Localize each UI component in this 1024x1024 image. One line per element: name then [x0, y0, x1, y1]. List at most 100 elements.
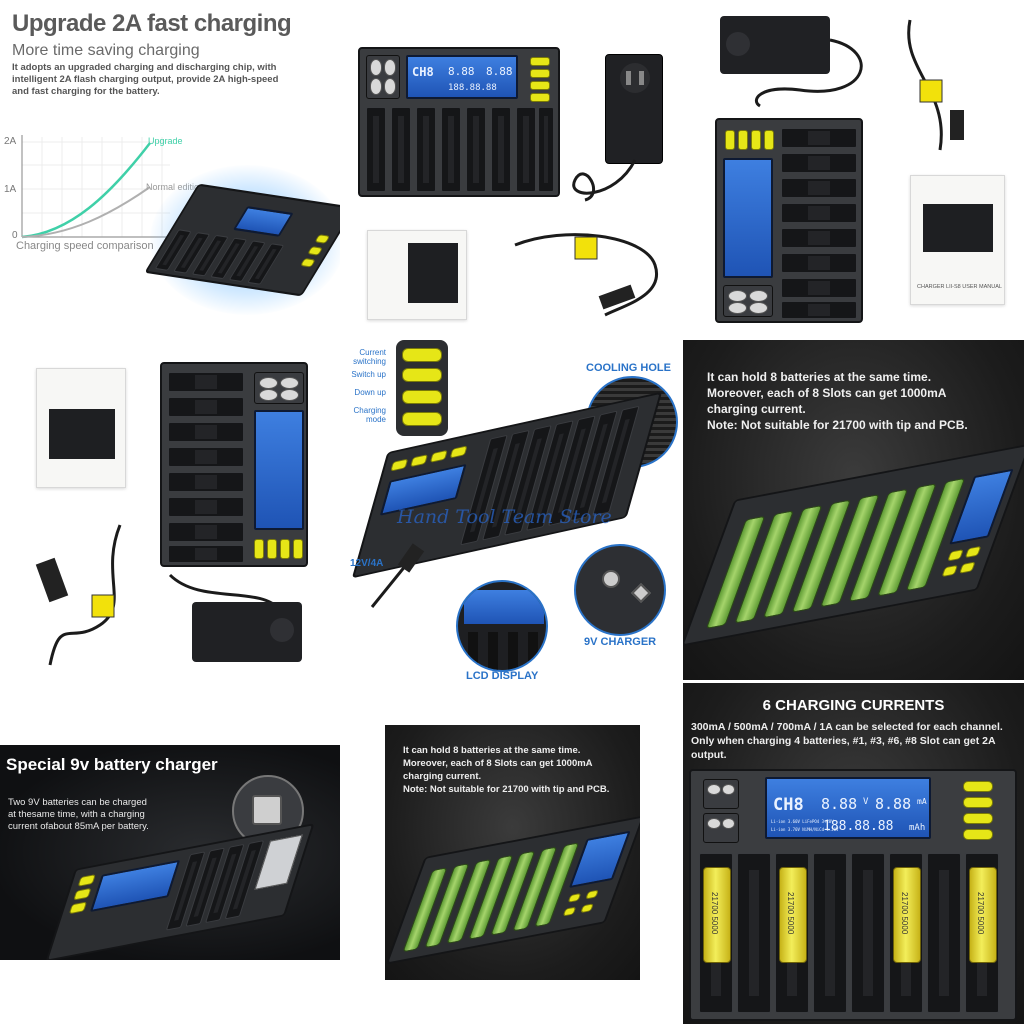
axis-label-0: 0	[12, 230, 18, 241]
nine-volt-line3: current ofabout 85mA per battery.	[8, 821, 149, 832]
charger-body: CH8 8.88 8.88 188.88.88	[358, 47, 560, 197]
panel-title: Upgrade 2A fast charging	[12, 10, 292, 37]
lcd-large-current-unit: mA	[917, 797, 927, 806]
panel-special-9v: Special 9v battery charger Two 9V batter…	[0, 745, 340, 960]
lcd-large-line2: Li-ion 3.70V NiMH/NiCd 1.20V	[771, 827, 839, 832]
nine-volt-terminal	[366, 55, 400, 99]
upgrade-curve	[21, 142, 151, 239]
battery-6-label: 21700 5000	[900, 892, 909, 935]
hold8-small-line1: It can hold 8 batteries at the same time…	[403, 745, 581, 756]
hold8-line2: Moreover, each of 8 Slots can get 1000mA	[707, 386, 947, 400]
callout-cooling-hole: COOLING HOLE	[586, 362, 671, 374]
mode-button-2[interactable]	[963, 797, 993, 808]
hold8-line1: It can hold 8 batteries at the same time…	[707, 370, 932, 384]
normal-curve	[21, 186, 151, 238]
lcd-screen-large: CH8 8.88 V 8.88 mA 188.88.88 mAh Li-ion …	[765, 777, 931, 839]
hold8-line4: Note: Not suitable for 21700 with tip an…	[707, 418, 968, 432]
callout-adapter: 12V/4A	[350, 558, 384, 569]
dc-plug	[370, 543, 425, 608]
panel-charging-currents: 6 CHARGING CURRENTS 300mA / 500mA / 700m…	[683, 683, 1024, 1024]
battery-slot-1: 21700 5000	[703, 867, 731, 963]
lcd-large-line1: Li-ion 3.60V LiFePO4 3.20V	[771, 819, 834, 824]
battery-3-label: 21700 5000	[786, 892, 795, 935]
charger-body-vertical	[715, 118, 863, 323]
callout-nine-volt: 9V CHARGER	[584, 636, 657, 648]
normal-series-label: Normal edition	[146, 182, 205, 192]
lcd-large-capacity-unit: mAh	[909, 823, 926, 833]
speed-comparison-chart	[21, 135, 172, 239]
nine-volt-line1: Two 9V batteries can be charged	[8, 797, 147, 808]
hold8-line3: charging current.	[707, 402, 806, 416]
battery-slot-6: 21700 5000	[893, 867, 921, 963]
hold8-small-line3: charging current.	[403, 771, 482, 782]
panel-hold-8-small: It can hold 8 batteries at the same time…	[385, 725, 640, 980]
battery-slot-3: 21700 5000	[779, 867, 807, 963]
battery-8-label: 21700 5000	[976, 892, 985, 935]
panel-kit-contents	[0, 340, 340, 680]
lcd-large-voltage: 8.88	[821, 795, 858, 813]
button-2[interactable]	[530, 69, 550, 78]
axis-label-2a: 2A	[4, 136, 17, 147]
lcd-channel: CH8	[412, 65, 434, 79]
buttons-closeup	[396, 340, 448, 436]
manual-title: CHARGER LII-S8 USER MANUAL	[917, 284, 1002, 290]
lcd-large-current: 8.88	[875, 795, 912, 813]
lcd-current: 8.88	[486, 65, 513, 78]
charger-with-batteries-small	[385, 815, 640, 965]
button-1[interactable]	[530, 57, 550, 66]
charger-body-standing	[160, 362, 308, 567]
lcd-large-channel: CH8	[773, 795, 804, 815]
lcd-closeup	[456, 580, 548, 672]
lcd-large-volt-unit: V	[863, 797, 869, 807]
charger-with-batteries	[683, 443, 1024, 647]
panel-hold-8-batteries: It can hold 8 batteries at the same time…	[683, 340, 1024, 680]
car-cable-mid	[514, 233, 659, 317]
car-cable-top	[907, 19, 964, 151]
mode-button-4[interactable]	[963, 829, 993, 840]
currents-line1: 300mA / 500mA / 700mA / 1A can be select…	[691, 721, 1003, 733]
comparison-label: Charging speed comparison	[16, 240, 154, 252]
hold8-small-line4: Note: Not suitable for 21700 with tip an…	[403, 784, 610, 795]
nine-volt-title: Special 9v battery charger	[6, 755, 218, 774]
store-watermark: Hand Tool Team Store	[397, 506, 612, 528]
user-manual: CHARGER LII-S8 USER MANUAL	[910, 175, 1005, 305]
charger-9v-perspective	[45, 823, 315, 960]
currents-title: 6 CHARGING CURRENTS	[762, 697, 945, 714]
wall-adapter-top	[720, 16, 830, 74]
hold8-small-line2: Moreover, each of 8 Slots can get 1000mA	[403, 758, 593, 769]
lcd-capacity: 188.88.88	[448, 83, 497, 93]
adapter-cable	[572, 159, 637, 202]
panel-charger-front: CH8 8.88 8.88 188.88.88	[355, 40, 685, 205]
panel-accessories-mid	[355, 215, 685, 325]
charger-front-large: CH8 8.88 V 8.88 mA 188.88.88 mAh Li-ion …	[689, 769, 1017, 1021]
user-manual-left	[36, 368, 126, 488]
nine-volt-line2: at thesame time, with a charging	[8, 809, 145, 820]
callout-lcd-display: LCD DISPLAY	[466, 670, 539, 680]
button-4[interactable]	[530, 93, 550, 102]
battery-1-label: 21700 5000	[710, 892, 719, 935]
button-3[interactable]	[530, 81, 550, 90]
callout-current-switching: Current switching	[353, 348, 386, 366]
nine-volt-terminal-bottom	[703, 813, 739, 843]
mode-button-1[interactable]	[963, 781, 993, 792]
adapter-cable-top	[754, 38, 863, 108]
panel-subtitle: More time saving charging	[12, 42, 200, 59]
axis-label-1a: 1A	[4, 184, 17, 195]
lcd-screen: CH8 8.88 8.88 188.88.88	[406, 55, 518, 99]
callout-down-up: Down up	[354, 388, 386, 397]
user-manual-mid	[367, 230, 467, 320]
currents-line2: Only when charging 4 batteries, #1, #3, …	[691, 735, 996, 747]
wall-adapter	[605, 54, 663, 164]
battery-slot-8: 21700 5000	[969, 867, 997, 963]
lcd-large-capacity: 188.88.88	[823, 819, 894, 834]
panel-description: It adopts an upgraded charging and disch…	[12, 62, 279, 97]
panel-upgrade-fast-charging: Upgrade 2A fast charging More time savin…	[0, 0, 340, 330]
upgrade-series-label: Upgrade	[148, 136, 183, 146]
lcd-voltage: 8.88	[448, 65, 475, 78]
panel-feature-callouts: Current switching Switch up Down up Char…	[342, 340, 682, 680]
wall-adapter-left	[192, 602, 302, 662]
panel-charger-vertical: CHARGER LII-S8 USER MANUAL	[700, 0, 1024, 330]
callout-switch-up: Switch up	[351, 370, 386, 379]
currents-line3: output.	[691, 749, 727, 761]
mode-button-3[interactable]	[963, 813, 993, 824]
